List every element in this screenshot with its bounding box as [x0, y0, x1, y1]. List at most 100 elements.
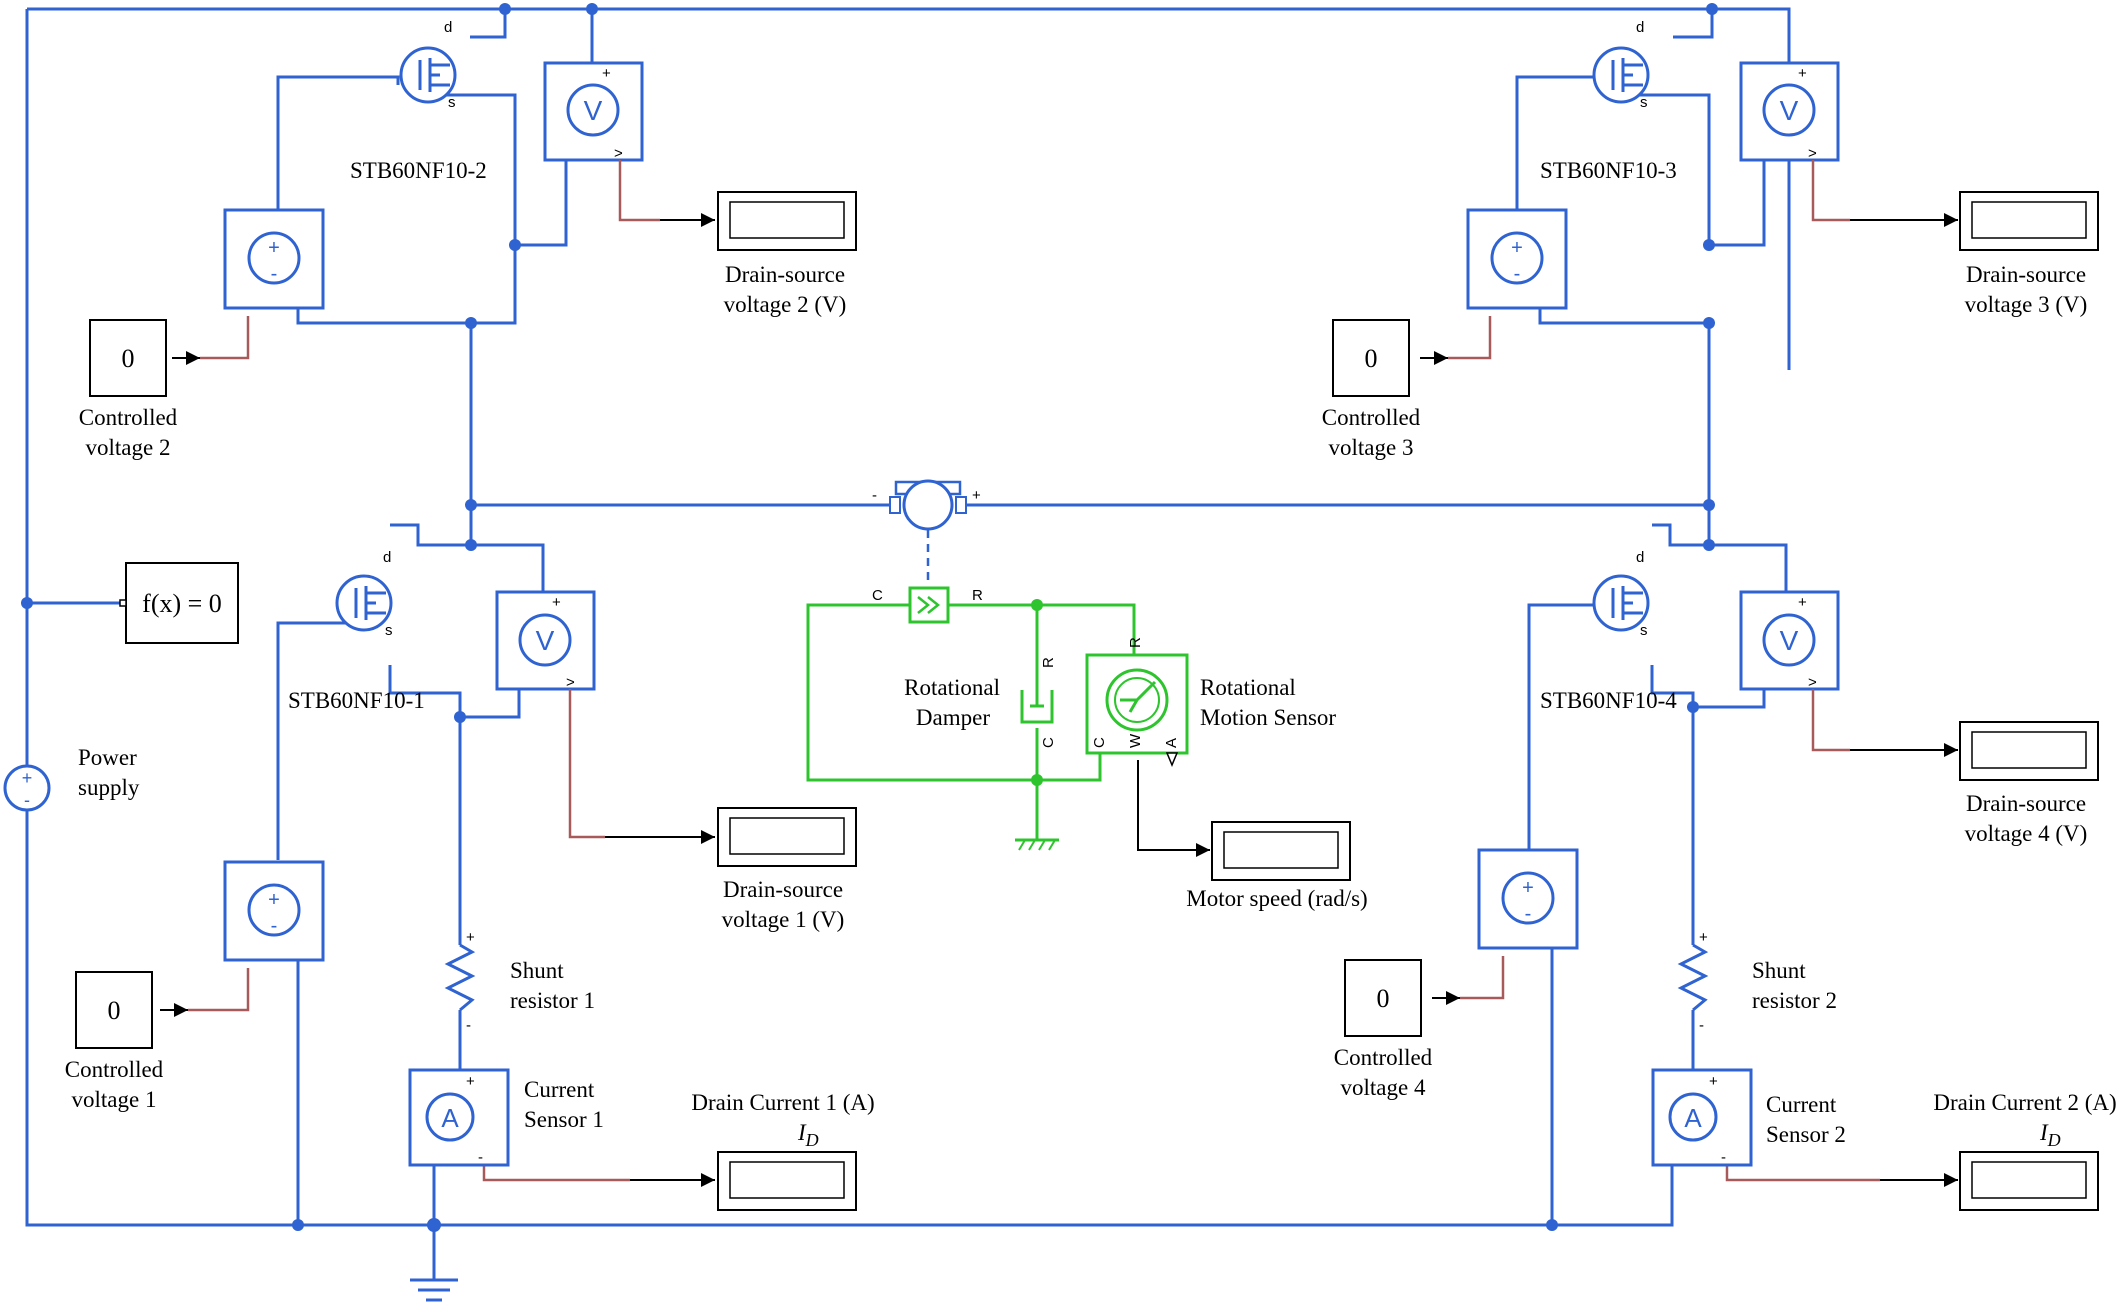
mosfet-3-label: STB60NF10-3: [1540, 158, 1677, 183]
rotational-motion-sensor-line1: Rotational: [1200, 675, 1296, 700]
shunt-resistor-2-line1: Shunt: [1752, 958, 1806, 983]
constant-block-4[interactable]: 0: [1344, 959, 1422, 1037]
drain-port-label: d: [1636, 549, 1644, 566]
ds-voltage-2-line1: Drain-source: [725, 262, 845, 287]
rotational-damper-line1: Rotational: [904, 675, 1000, 700]
controlled-voltage-source-1[interactable]: + -: [223, 860, 325, 962]
current-sensor-1-line1: Current: [524, 1077, 595, 1102]
display-ds-voltage-4[interactable]: [1959, 721, 2099, 781]
drain-port-label: d: [444, 19, 452, 36]
current-sensor-2-block[interactable]: A + -: [1651, 1068, 1753, 1167]
shunt-resistor-2-line2: resistor 2: [1752, 988, 1837, 1013]
constant-block-1[interactable]: 0: [75, 971, 153, 1049]
source-port-label: s: [385, 622, 393, 639]
ds-voltage-1-line1: Drain-source: [723, 877, 843, 902]
mosfet-4-label: STB60NF10-4: [1540, 688, 1677, 713]
plus-sign-icon: +: [268, 889, 280, 911]
output-port-label: >: [1808, 145, 1817, 162]
minus-port-label: -: [872, 487, 877, 504]
power-supply-line1: Power: [78, 745, 137, 770]
mosfet-1-label: STB60NF10-1: [288, 688, 425, 713]
current-sensor-2-line1: Current: [1766, 1092, 1837, 1117]
minus-port-label: -: [1699, 1017, 1704, 1034]
minus-sign-icon: -: [1525, 903, 1532, 925]
controlled-voltage-1-line2: voltage 1: [72, 1087, 157, 1112]
ammeter-icon: A: [441, 1103, 459, 1133]
source-port-label: s: [1640, 622, 1648, 639]
voltage-sensor-2[interactable]: V + >: [543, 61, 644, 162]
electrical-ground-icon: [410, 1278, 458, 1302]
plus-port-label: +: [1709, 1073, 1718, 1090]
ideal-torque-sensor[interactable]: C R: [872, 586, 983, 624]
output-port-label: >: [566, 674, 575, 691]
plus-port-label: +: [1798, 594, 1807, 611]
voltmeter-icon: V: [536, 625, 555, 656]
rotational-damper-block[interactable]: R C: [1020, 657, 1057, 748]
voltage-sensor-4[interactable]: V + >: [1739, 590, 1840, 691]
mosfet-2-label: STB60NF10-2: [350, 158, 487, 183]
controlled-voltage-source-2[interactable]: + -: [223, 208, 325, 310]
output-port-label: >: [1808, 674, 1817, 691]
mosfet-2[interactable]: d s: [399, 19, 457, 111]
voltage-sensor-1[interactable]: V + >: [495, 590, 596, 691]
voltmeter-icon: V: [1780, 625, 1799, 656]
display-drain-current-1[interactable]: [717, 1151, 857, 1211]
display-ds-voltage-3[interactable]: [1959, 191, 2099, 251]
controlled-voltage-3-line2: voltage 3: [1329, 435, 1414, 460]
minus-sign-icon: -: [24, 790, 30, 810]
signal-lines: [160, 160, 1958, 1187]
plus-sign-icon: +: [268, 237, 280, 259]
constant-value: 0: [1377, 984, 1390, 1013]
constant-block-2[interactable]: 0: [89, 319, 167, 397]
dc-motor[interactable]: - +: [872, 479, 981, 531]
ds-voltage-4-line1: Drain-source: [1966, 791, 2086, 816]
current-sensor-1-block[interactable]: A + -: [408, 1068, 510, 1167]
voltage-sensor-3[interactable]: V + >: [1739, 61, 1840, 162]
plus-port-label: +: [466, 929, 475, 946]
mosfet-1[interactable]: d s: [335, 549, 393, 639]
controlled-voltage-source-3[interactable]: + -: [1466, 208, 1568, 310]
r-port-label: R: [972, 587, 983, 604]
ds-voltage-3-line1: Drain-source: [1966, 262, 2086, 287]
display-drain-current-2[interactable]: [1959, 1151, 2099, 1211]
rotational-damper-line2: Damper: [916, 705, 990, 730]
shunt-resistor-2[interactable]: + -: [1677, 929, 1709, 1034]
display-ds-voltage-2[interactable]: [717, 191, 857, 251]
controlled-voltage-4-line1: Controlled: [1334, 1045, 1433, 1070]
plus-port-label: +: [1798, 65, 1807, 82]
c-port-label: C: [1040, 737, 1057, 748]
minus-port-label: -: [466, 1017, 471, 1034]
display-ds-voltage-1[interactable]: [717, 807, 857, 867]
controlled-voltage-1-line1: Controlled: [65, 1057, 164, 1082]
display-motor-speed[interactable]: [1211, 821, 1351, 881]
mosfet-4[interactable]: d s: [1592, 549, 1650, 639]
rotational-motion-sensor-block[interactable]: C R W A: [1085, 637, 1189, 755]
minus-sign-icon: -: [1514, 263, 1521, 285]
plus-sign-icon: +: [1511, 237, 1523, 259]
source-port-label: s: [448, 94, 456, 111]
solver-configuration-block[interactable]: f(x) = 0: [119, 562, 239, 644]
minus-sign-icon: -: [271, 263, 278, 285]
plus-sign-icon: +: [22, 768, 33, 788]
shunt-resistor-1[interactable]: + -: [444, 929, 476, 1034]
ds-voltage-2-line2: voltage 2 (V): [724, 292, 847, 317]
c-port-label: C: [872, 587, 883, 604]
w-port-label: W: [1127, 733, 1144, 748]
sensor-a-port-arrow: [1165, 752, 1179, 767]
mosfet-3[interactable]: d s: [1592, 19, 1650, 111]
power-supply-source[interactable]: + -: [3, 764, 51, 812]
mechanical-wires: [806, 603, 1136, 830]
plus-port-label: +: [552, 594, 561, 611]
controlled-voltage-4-line2: voltage 4: [1341, 1075, 1426, 1100]
drain-current-1-label: Drain Current 1 (A): [691, 1090, 874, 1115]
controlled-voltage-source-4[interactable]: + -: [1477, 848, 1579, 950]
motor-speed-label: Motor speed (rad/s): [1186, 886, 1367, 911]
id-symbol-1: ID: [797, 1120, 819, 1150]
source-port-label: s: [1640, 94, 1648, 111]
controlled-voltage-2-line2: voltage 2: [86, 435, 171, 460]
constant-block-3[interactable]: 0: [1332, 319, 1410, 397]
plus-port-label: +: [466, 1073, 475, 1090]
plus-port-label: +: [1699, 929, 1708, 946]
mechanical-reference-icon: [1015, 830, 1059, 851]
